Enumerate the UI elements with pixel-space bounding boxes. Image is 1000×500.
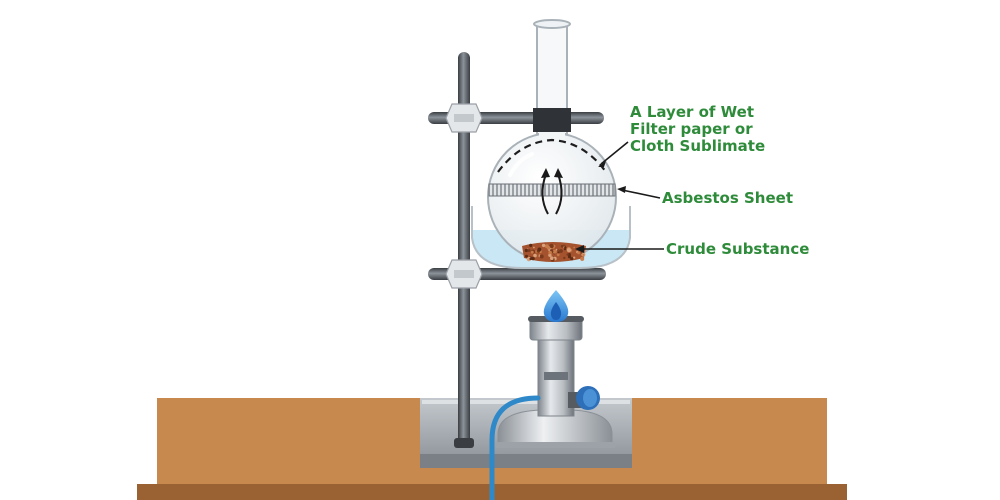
crude-grain bbox=[557, 251, 560, 254]
crude-grain bbox=[577, 251, 580, 255]
wet-filter-layer bbox=[497, 138, 607, 173]
crude-grain bbox=[531, 256, 535, 261]
crude-grain bbox=[566, 253, 569, 256]
crude-grain bbox=[552, 249, 557, 254]
crude-grain bbox=[539, 254, 544, 259]
crude-grain bbox=[548, 253, 552, 257]
crude-grain bbox=[573, 256, 576, 259]
crude-grain bbox=[566, 248, 572, 253]
bunsen-burner bbox=[494, 316, 616, 448]
crude-grain bbox=[556, 253, 560, 257]
wet-layer-label-line3: Cloth Sublimate bbox=[630, 137, 766, 155]
crude-grain bbox=[527, 249, 531, 252]
crude-grain bbox=[546, 246, 551, 250]
crude-grain bbox=[550, 256, 554, 261]
asbestos-sheet-label: Asbestos Sheet bbox=[662, 189, 794, 207]
crude-grain bbox=[560, 244, 564, 248]
crude-grain bbox=[564, 246, 567, 249]
upper-clamp bbox=[428, 103, 604, 133]
crude-grain bbox=[537, 247, 542, 252]
flask-bulb bbox=[487, 132, 617, 262]
crude-grain bbox=[541, 243, 546, 248]
wet-layer-label-line1: A Layer of Wet bbox=[630, 103, 755, 121]
crude-grain bbox=[573, 246, 576, 249]
crude-grain bbox=[533, 246, 535, 249]
gas-hose bbox=[489, 395, 541, 500]
crude-grain bbox=[524, 248, 529, 253]
neck-clamp-jaw bbox=[533, 108, 571, 132]
crude-grain bbox=[555, 248, 558, 251]
crude-grain bbox=[580, 256, 585, 261]
crude-grain bbox=[529, 244, 532, 248]
curved-up-arrows-icon bbox=[541, 168, 563, 215]
crude-grain bbox=[548, 250, 552, 255]
crude-grain bbox=[529, 257, 532, 261]
wet-layer-label-line2: Filter paper or bbox=[630, 120, 753, 138]
crude-grain bbox=[533, 253, 537, 258]
crude-substance bbox=[522, 242, 586, 262]
flame-icon bbox=[543, 290, 569, 322]
leader-lines bbox=[575, 141, 664, 253]
crude-grain bbox=[567, 255, 572, 259]
asbestos-sheet bbox=[488, 183, 616, 197]
crude-grain bbox=[582, 253, 585, 256]
gas-valve-knob[interactable] bbox=[568, 386, 600, 410]
crude-grain bbox=[580, 251, 583, 254]
crude-grain bbox=[549, 243, 554, 249]
crude-grain bbox=[525, 254, 528, 258]
lower-clamp bbox=[428, 259, 606, 289]
crude-grain bbox=[559, 249, 563, 253]
retort-stand-rod bbox=[454, 52, 474, 448]
crude-grain bbox=[570, 257, 574, 261]
crude-grain bbox=[563, 256, 566, 260]
crude-grain bbox=[530, 250, 534, 254]
crude-substance-label: Crude Substance bbox=[666, 240, 810, 258]
